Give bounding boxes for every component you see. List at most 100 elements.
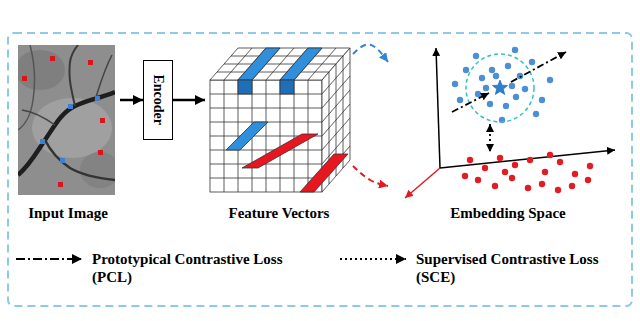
feature-cube — [242, 134, 318, 168]
blue-projection-arrow — [353, 44, 388, 62]
embedding-blue-points — [509, 83, 515, 89]
embedding-red-points — [467, 157, 473, 163]
node-label: Input Image — [28, 204, 108, 222]
embedding-red-points — [572, 171, 578, 177]
embedding-red-points — [539, 181, 545, 187]
embedding-blue-points — [513, 94, 519, 100]
embedding-axes — [405, 168, 440, 198]
embedding-red-points — [542, 169, 548, 175]
feature-cube — [238, 48, 280, 80]
embedding-blue-points — [533, 111, 539, 117]
embedding-red-points — [585, 177, 591, 183]
embedding-red-points — [587, 163, 593, 169]
angiogram-image — [58, 182, 63, 187]
angiogram-image — [45, 140, 115, 180]
feature-cube — [280, 80, 294, 94]
flow-arrow — [120, 99, 143, 102]
loss-arrows — [489, 124, 491, 152]
feature-cube — [238, 80, 252, 94]
embedding-blue-points — [517, 73, 523, 79]
angiogram-image — [98, 150, 103, 155]
encoder-box: Encoder — [143, 60, 173, 140]
angiogram-image — [40, 139, 45, 144]
angiogram-image — [32, 98, 112, 158]
loss-arrows — [452, 52, 566, 152]
angiogram-image — [95, 55, 112, 100]
loss-arrows — [511, 52, 566, 82]
feature-cube — [210, 80, 322, 192]
loss-arrows — [452, 93, 489, 112]
embedding-axes — [436, 48, 440, 168]
embedding-blue-points — [493, 73, 499, 79]
frame-border — [8, 33, 632, 306]
prototype-star — [492, 80, 507, 95]
angiogram-image — [69, 45, 78, 106]
legend-label: Prototypical Contrastive Loss (PCL) — [92, 250, 317, 286]
embedding-blue-points — [479, 75, 485, 81]
embedding-red-points — [512, 162, 518, 168]
embedding-blue-points — [522, 86, 528, 92]
angiogram-image — [18, 45, 34, 130]
embedding-blue-points — [529, 59, 535, 65]
node-label: Feature Vectors — [229, 204, 330, 222]
legend-line-sample — [16, 258, 82, 260]
embedding-blue-points — [547, 77, 553, 83]
embedding-red-points — [525, 185, 531, 191]
node-label: Embedding Space — [450, 204, 565, 222]
flow-arrow — [173, 99, 205, 102]
angiogram-image — [18, 45, 115, 195]
embedding-red-points — [475, 177, 481, 183]
embedding-blue-points — [463, 67, 469, 73]
embedding-red-points — [497, 155, 503, 161]
embedding-red-points — [555, 187, 561, 193]
embedding-blue-points — [483, 85, 489, 91]
image-panel: Input Image — [16, 42, 120, 222]
angiogram-image — [68, 104, 73, 109]
legend-sample — [14, 250, 86, 268]
feature-cube — [210, 80, 322, 192]
prototype-radius — [466, 54, 534, 122]
embedding-blue-points — [505, 63, 511, 69]
embedding-red-points — [502, 169, 508, 175]
legend-item: Prototypical Contrastive Loss (PCL) — [14, 250, 317, 286]
node-label: Encoder — [150, 75, 165, 126]
embedding-blue-points — [539, 97, 545, 103]
angiogram-image — [100, 118, 105, 123]
embedding-axes — [405, 48, 615, 198]
embedding-blue-points — [457, 97, 463, 103]
embedding-red-points — [462, 173, 468, 179]
angiogram-image — [80, 152, 115, 188]
embedding-red-points — [492, 183, 498, 189]
angiogram-image — [22, 76, 27, 81]
red-projection-arrow — [353, 166, 388, 186]
embedding-red-points — [482, 165, 488, 171]
embedding-red-points — [509, 175, 515, 181]
embedding-blue-points — [512, 47, 518, 53]
angiogram-image — [50, 56, 55, 61]
embedding-red-points — [557, 159, 563, 165]
angiogram-image — [95, 96, 100, 101]
feature-cube — [280, 48, 322, 80]
feature-panel: Feature Vectors — [205, 42, 353, 222]
legend-item: Supervised Contrastive Loss (SCE) — [338, 250, 601, 286]
legend-sample — [338, 250, 410, 268]
angiogram-image — [88, 60, 93, 65]
embedding-red-points — [569, 183, 575, 189]
embedding-blue-points — [487, 101, 493, 107]
legend-label: Supervised Contrastive Loss (SCE) — [416, 250, 601, 286]
embedding-blue-points — [475, 91, 481, 97]
angiogram-image — [22, 110, 55, 125]
embedding-panel: Embedding Space — [388, 40, 628, 222]
angiogram-image — [60, 158, 65, 163]
embedding-red-points — [527, 157, 533, 163]
embedding-blue-points — [452, 81, 458, 87]
embedding-blue-points — [489, 67, 495, 73]
feature-cube — [300, 154, 348, 192]
embedding-red-points — [547, 152, 553, 158]
angiogram-image — [18, 50, 65, 90]
legend-line-sample — [340, 258, 406, 260]
feature-cube — [210, 48, 350, 192]
embedding-blue-points — [473, 53, 479, 59]
